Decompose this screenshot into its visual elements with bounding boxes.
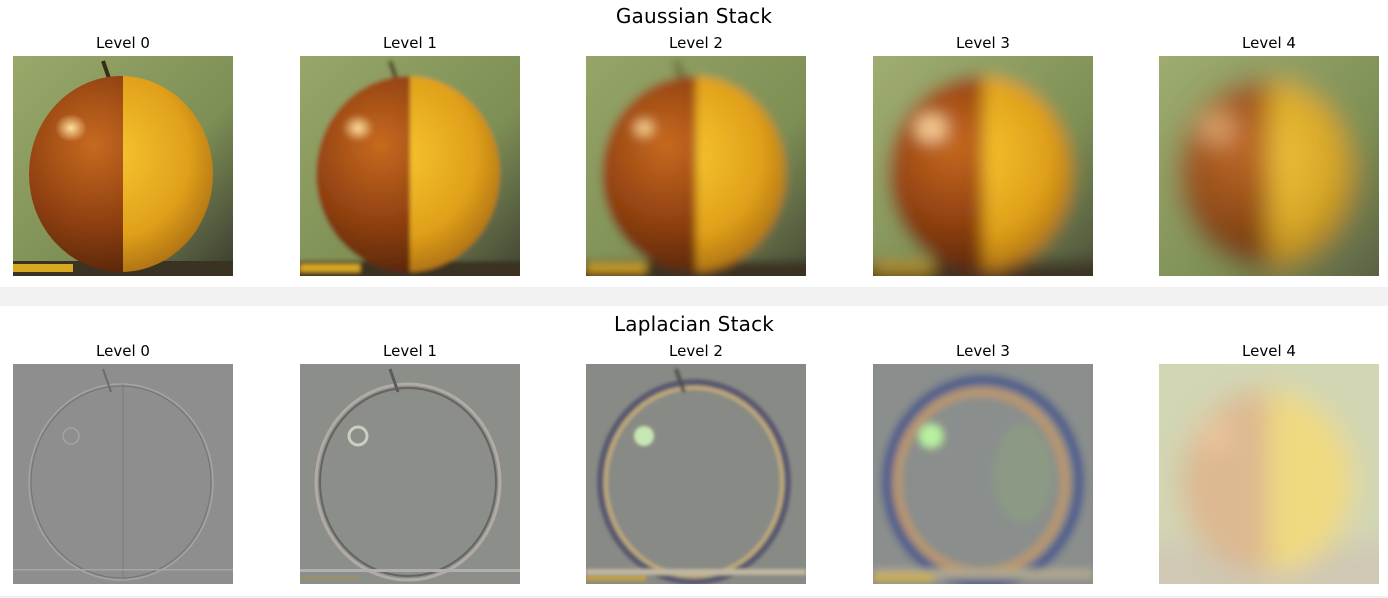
laplacian-level-3: Level 3 [873,342,1093,584]
laplacian-level-0: Level 0 [13,342,233,584]
gaussian-level-0-label: Level 0 [96,34,150,52]
laplacian-stack-title: Laplacian Stack [613,312,775,336]
laplacian-level-1: Level 1 [300,342,520,584]
gaussian-level-3-image [873,56,1093,276]
laplacian-stack-panel: Laplacian Stack Level 0 Level 1 Level 2 [0,306,1388,596]
laplacian-level-1-label: Level 1 [383,342,437,360]
gaussian-level-4-image [1159,56,1379,276]
gaussian-level-0: Level 0 [13,34,233,276]
laplacian-level-3-image [873,364,1093,584]
laplacian-level-4-image [1159,364,1379,584]
laplacian-level-4: Level 4 [1159,342,1379,584]
laplacian-level-2-image [586,364,806,584]
gaussian-level-2-image [586,56,806,276]
laplacian-level-0-image [13,364,233,584]
gaussian-level-4-label: Level 4 [1242,34,1296,52]
laplacian-level-2-label: Level 2 [669,342,723,360]
gaussian-stack-panel: Gaussian Stack Level 0 [0,0,1388,287]
gaussian-level-0-image [13,56,233,276]
gaussian-level-1-label: Level 1 [383,34,437,52]
gaussian-stack-title: Gaussian Stack [615,4,773,28]
gaussian-level-1: Level 1 [300,34,520,276]
gaussian-level-3: Level 3 [873,34,1093,276]
gaussian-level-1-image [300,56,520,276]
gaussian-level-3-label: Level 3 [956,34,1010,52]
laplacian-level-2: Level 2 [586,342,806,584]
gaussian-level-2-label: Level 2 [669,34,723,52]
gaussian-level-2: Level 2 [586,34,806,276]
laplacian-level-3-label: Level 3 [956,342,1010,360]
laplacian-level-0-label: Level 0 [96,342,150,360]
gaussian-level-4: Level 4 [1159,34,1379,276]
laplacian-level-4-label: Level 4 [1242,342,1296,360]
laplacian-level-1-image [300,364,520,584]
